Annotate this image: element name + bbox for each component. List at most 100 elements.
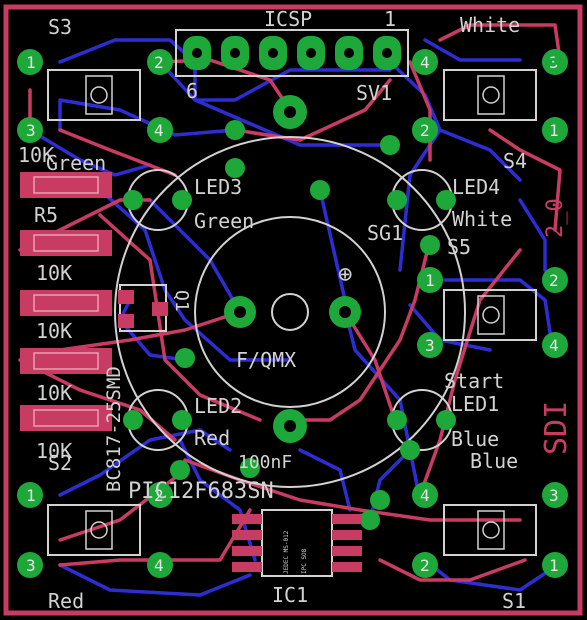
led3-pad <box>172 190 192 210</box>
s5-pad-3 <box>417 332 443 358</box>
s2-pad-4 <box>147 552 173 578</box>
led2-pad-2 <box>123 410 143 430</box>
white-pin-3: 3 <box>549 53 559 72</box>
switch-s1: 4 3 2 1 S1 <box>412 482 568 613</box>
s2-pin-3: 3 <box>26 556 36 575</box>
resistor-column: 10K Green R5 10K 10K 10K 10K <box>18 143 112 463</box>
s2-label: S2 <box>48 451 72 475</box>
s2-pad-2 <box>147 482 173 508</box>
s3-pin-4: 4 <box>154 121 164 140</box>
icsp-pin-1-label: 1 <box>384 7 396 31</box>
resistor-value-2: 10K <box>36 319 72 343</box>
s2-pin-4: 4 <box>154 556 164 575</box>
s1-label: S1 <box>502 589 526 613</box>
ic1-mark-left: JEDEC MS-012 <box>283 530 290 574</box>
white-pin-1: 1 <box>549 121 559 140</box>
start-label: Start <box>444 369 504 393</box>
white-switch-label: White <box>460 13 520 37</box>
s1-pin-4: 4 <box>420 486 430 505</box>
white-switch-pad-1 <box>542 117 568 143</box>
led2-ref: LED2 <box>194 394 242 418</box>
s3-pad-2 <box>147 49 173 75</box>
led3: LED3 Green <box>123 169 254 233</box>
ic1-pin-1 <box>232 514 262 524</box>
s1-pad-1 <box>542 552 568 578</box>
switch-s3: S3 1 2 3 4 <box>17 15 173 143</box>
buzzer-plus-symbol: ⊕ <box>338 260 352 288</box>
ic1: JEDEC MS-012 IPC SO8 IC1 PIC12F683SN 100… <box>128 452 362 607</box>
s5-label: S5 <box>447 235 471 259</box>
ic1-pin-5 <box>332 562 362 572</box>
s3-pad-1 <box>17 49 43 75</box>
switch-s2: S2 1 2 3 4 Red <box>17 451 173 613</box>
icsp-pin-6-label: 6 <box>186 79 198 103</box>
led4-pad-2 <box>436 190 456 210</box>
s5-pin-2: 2 <box>549 271 559 290</box>
s5-pad-2 <box>542 267 568 293</box>
s4-label: S4 <box>503 149 527 173</box>
led1-pad <box>387 410 407 430</box>
resistor-value-top: 10K <box>18 143 54 167</box>
led4-color: White <box>452 207 512 231</box>
led4-pad <box>387 190 407 210</box>
led2: LED2 Red <box>123 389 242 451</box>
ic1-pin-4 <box>232 562 262 572</box>
s1-pin-2: 2 <box>420 556 430 575</box>
ic1-ref: IC1 <box>272 583 308 607</box>
s3-pin-1: 1 <box>26 53 36 72</box>
white-pin-2: 2 <box>420 121 430 140</box>
blue-label: Blue <box>470 449 518 473</box>
s2-pad-3 <box>17 552 43 578</box>
s1-pad-4 <box>412 482 438 508</box>
ic1-part: PIC12F683SN <box>128 479 274 504</box>
ic1-pin-7 <box>332 530 362 540</box>
s3-pad-3 <box>17 117 43 143</box>
s5-pin-1: 1 <box>425 271 435 290</box>
vias <box>170 54 566 530</box>
led2-pad <box>172 410 192 430</box>
q1-pad-emitter <box>118 314 134 328</box>
buzzer-part: F/QMX <box>236 348 296 372</box>
led4: LED4 White <box>387 169 512 231</box>
s3-pad-4 <box>147 117 173 143</box>
s5-pin-4: 4 <box>549 336 559 355</box>
s2-pin-1: 1 <box>26 486 36 505</box>
resistor-value-3: 10K <box>36 381 72 405</box>
switch-white: White 4 3 2 1 S4 <box>412 13 568 173</box>
s5-pin-3: 3 <box>425 336 435 355</box>
white-switch-pad-4 <box>412 49 438 75</box>
q1-pad-collector <box>152 302 168 316</box>
led1-ref: LED1 <box>451 392 499 416</box>
led1-color: Blue <box>451 427 499 451</box>
white-pin-4: 4 <box>420 53 430 72</box>
s5-pad-1 <box>417 267 443 293</box>
q1-ref: Q1 <box>171 290 192 312</box>
led4-ref: LED4 <box>452 175 500 199</box>
led1: LED1 Blue Blue <box>387 389 518 473</box>
buzzer-ref: SG1 <box>367 221 403 245</box>
s1-pin-1: 1 <box>549 556 559 575</box>
board-outline <box>3 4 583 616</box>
s2-pin-2: 2 <box>154 486 164 505</box>
icsp-connector-ref: SV1 <box>356 81 392 105</box>
transistor-q1: Q1 BC817-25SMD <box>103 284 192 492</box>
brand-label: SDI <box>539 401 574 455</box>
led2-color: Red <box>194 426 230 450</box>
s5-pad-4 <box>542 332 568 358</box>
capacitor-value: 100nF <box>238 452 292 473</box>
led3-pad-2 <box>123 190 143 210</box>
s2-pad-1 <box>17 482 43 508</box>
ic1-pin-8 <box>332 514 362 524</box>
version-label: 2_0 <box>543 198 568 238</box>
icsp-connector-body <box>175 29 409 77</box>
s1-pad-2 <box>412 552 438 578</box>
led1-pad-2 <box>436 410 456 430</box>
q1-part: BC817-25SMD <box>103 366 125 492</box>
ic1-pin-6 <box>332 546 362 556</box>
buzzer-sg1: ⊕ F/QMX SG1 <box>114 95 466 488</box>
led3-color: Green <box>194 209 254 233</box>
ic1-pin-3 <box>232 546 262 556</box>
s1-pin-3: 3 <box>549 486 559 505</box>
q1-pad-base <box>118 290 134 304</box>
